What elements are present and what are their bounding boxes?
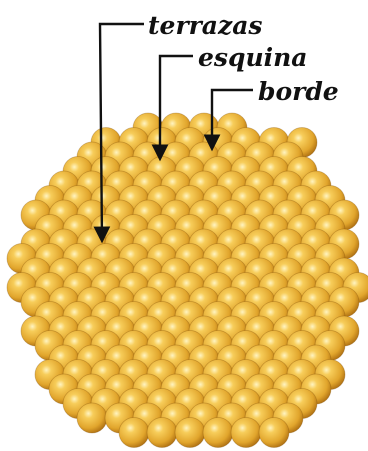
gold-atom — [203, 418, 233, 448]
gold-atom — [147, 418, 177, 448]
gold-atom — [175, 418, 205, 448]
label-edge: borde — [258, 77, 339, 106]
gold-atom — [77, 403, 107, 433]
gold-nanoparticle — [7, 113, 368, 448]
gold-atom — [231, 418, 261, 448]
gold-atom — [259, 418, 289, 448]
label-corner: esquina — [198, 43, 308, 72]
label-terraces: terrazas — [148, 11, 262, 40]
gold-atom — [119, 418, 149, 448]
